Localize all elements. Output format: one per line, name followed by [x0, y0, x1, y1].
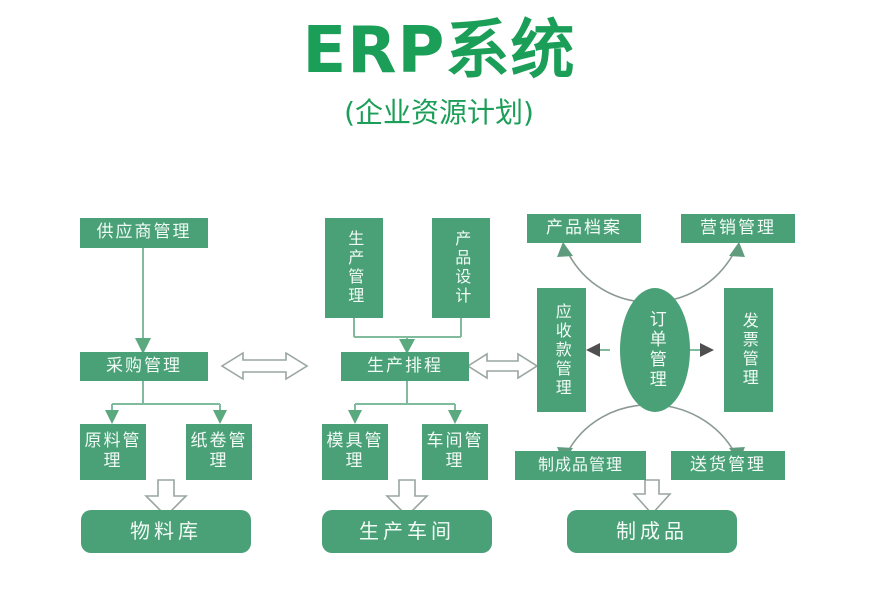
node-receivables-management[interactable]: 应收款管理 [537, 288, 586, 412]
node-delivery-management[interactable]: 送货管理 [671, 451, 785, 480]
page-title: ERP系统 [302, 14, 576, 88]
node-production-workshop[interactable]: 生产车间 [322, 510, 492, 553]
node-purchasing-management[interactable]: 采购管理 [80, 352, 208, 381]
node-material-warehouse[interactable]: 物料库 [81, 510, 251, 553]
page-subtitle: (企业资源计划) [344, 96, 534, 130]
title-block: ERP系统 (企业资源计划) [0, 14, 878, 131]
node-marketing-management[interactable]: 营销管理 [681, 214, 795, 243]
node-product-archive[interactable]: 产品档案 [527, 214, 641, 243]
node-mold-management[interactable]: 模具管理 [322, 424, 388, 480]
node-raw-material-management[interactable]: 原料管理 [80, 424, 146, 480]
node-workshop-management[interactable]: 车间管理 [422, 424, 488, 480]
node-production-management[interactable]: 生产管理 [325, 218, 383, 318]
node-finished-goods-management[interactable]: 制成品管理 [515, 451, 646, 480]
node-product-design[interactable]: 产品设计 [432, 218, 490, 318]
node-paper-roll-management[interactable]: 纸卷管理 [186, 424, 252, 480]
node-finished-goods[interactable]: 制成品 [567, 510, 737, 553]
node-production-scheduling[interactable]: 生产排程 [341, 352, 469, 381]
node-order-management[interactable]: 订单管理 [620, 288, 690, 412]
node-invoice-management[interactable]: 发票管理 [724, 288, 773, 412]
node-supplier-management[interactable]: 供应商管理 [80, 218, 208, 248]
